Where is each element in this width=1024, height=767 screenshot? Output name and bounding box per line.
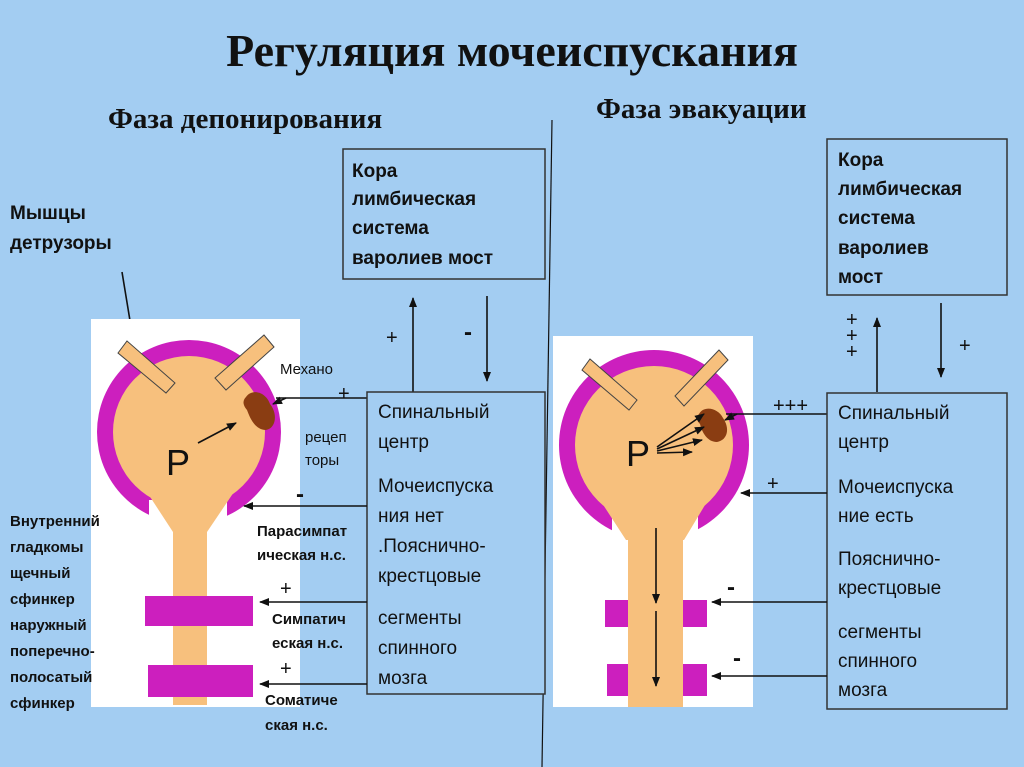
- sympathetic-sign: +: [280, 578, 292, 600]
- detrusor-label: Мышцы детрузоры: [10, 203, 112, 254]
- parasympathetic-sign-evacuation: +: [767, 473, 779, 495]
- mechano-label: Механо: [280, 361, 333, 378]
- somatic-sign-evacuation: -: [733, 645, 741, 672]
- pressure-label-evacuation: Р: [626, 433, 650, 474]
- storage-phase-title: Фаза депонирования: [108, 103, 382, 135]
- internal-sphincter: [145, 596, 253, 626]
- pressure-arrow-4: [657, 452, 692, 453]
- ascending-signs-evacuation: + + +: [846, 309, 863, 363]
- mechano-plus: +: [338, 383, 350, 405]
- somatic-label: Соматиче ская н.с.: [265, 692, 342, 734]
- storage-phase: Фаза депонирования Мышцы детрузоры Кора …: [10, 103, 545, 734]
- parasympathetic-sign: -: [296, 481, 304, 508]
- ascending-sign: +: [386, 327, 398, 349]
- sphincters-label: Внутренний гладкомы щечный сфинкер наруж…: [10, 513, 104, 712]
- pressure-label: Р: [166, 442, 190, 483]
- descending-sign-evacuation: +: [959, 335, 971, 357]
- somatic-sign: +: [280, 658, 292, 680]
- evacuation-phase-title: Фаза эвакуации: [596, 93, 807, 125]
- receptors-label: рецеп торы: [305, 429, 351, 469]
- external-sphincter: [148, 665, 253, 697]
- page-title: Регуляция мочеиспускания: [226, 25, 798, 76]
- evacuation-phase: Фаза эвакуации Кора лимбическая система …: [553, 93, 1007, 709]
- descending-sign: -: [464, 319, 472, 346]
- sympathetic-sign-evacuation: -: [727, 574, 735, 601]
- bladder-body: [113, 356, 265, 508]
